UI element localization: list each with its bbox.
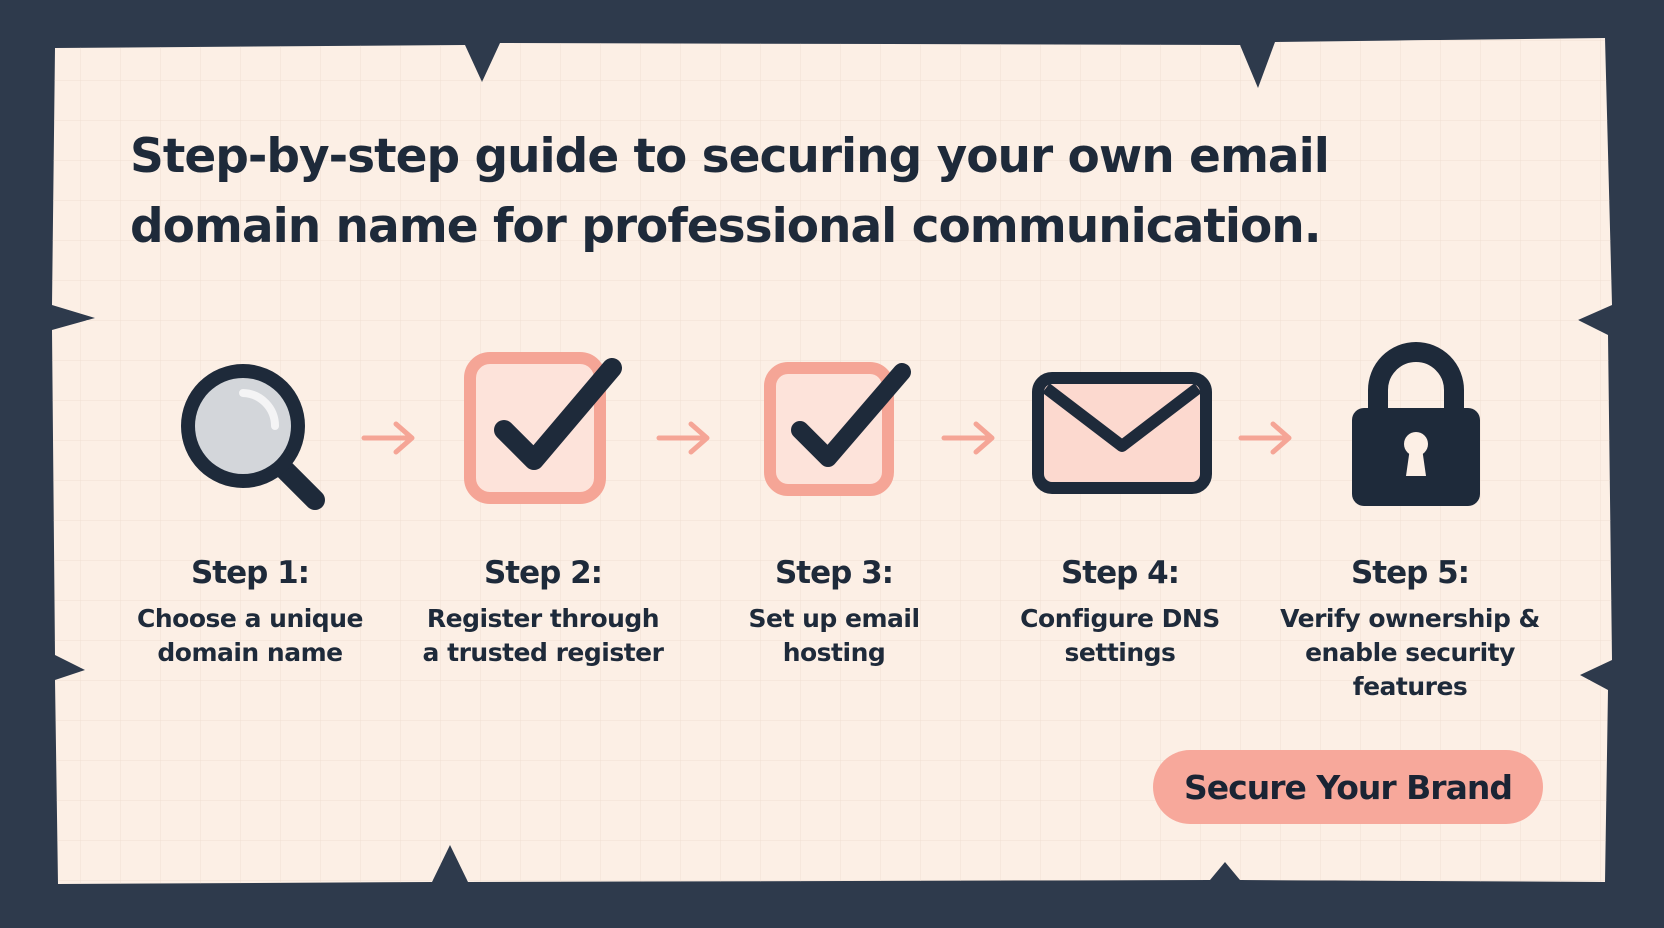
- desc-line: Configure DNS: [1020, 604, 1220, 633]
- step-label: Step 3:: [774, 555, 894, 591]
- step-description: Choose a unique domain name: [105, 602, 395, 670]
- arrow-right-icon: [361, 421, 415, 455]
- step-3: Step 3: Set up email hosting: [689, 548, 979, 670]
- step-label: Step 2:: [483, 555, 603, 591]
- desc-line: enable security: [1305, 638, 1515, 667]
- checkbox-icon: [464, 352, 622, 504]
- envelope-icon: [1032, 372, 1212, 494]
- step-5: Step 5: Verify ownership & enable securi…: [1265, 548, 1555, 704]
- secure-your-brand-button[interactable]: Secure Your Brand: [1153, 750, 1543, 824]
- padlock-icon: [1352, 342, 1480, 506]
- magnifier-icon: [181, 364, 325, 510]
- step-4: Step 4: Configure DNS settings: [975, 548, 1265, 670]
- desc-line: features: [1352, 672, 1468, 701]
- step-label: Step 5:: [1350, 555, 1470, 591]
- arrow-right-icon: [656, 421, 710, 455]
- checkbox-icon: [764, 362, 911, 496]
- step-description: Verify ownership & enable security featu…: [1265, 602, 1555, 704]
- desc-line: settings: [1064, 638, 1176, 667]
- step-label: Step 1:: [190, 555, 310, 591]
- desc-line: Register through: [426, 604, 660, 633]
- desc-line: hosting: [782, 638, 886, 667]
- step-description: Register through a trusted register: [398, 602, 688, 670]
- title-line-1: Step-by-step guide to securing your own …: [130, 129, 1330, 184]
- step-description: Set up email hosting: [689, 602, 979, 670]
- step-1: Step 1: Choose a unique domain name: [105, 548, 395, 670]
- desc-line: Choose a unique: [137, 604, 363, 633]
- title-line-2: domain name for professional communicati…: [130, 199, 1322, 254]
- step-2: Step 2: Register through a trusted regis…: [398, 548, 688, 670]
- desc-line: Set up email: [748, 604, 920, 633]
- desc-line: a trusted register: [422, 638, 664, 667]
- desc-line: domain name: [157, 638, 343, 667]
- page-title: Step-by-step guide to securing your own …: [130, 122, 1330, 262]
- desc-line: Verify ownership &: [1280, 604, 1540, 633]
- arrow-right-icon: [1238, 421, 1292, 455]
- step-label: Step 4:: [1060, 555, 1180, 591]
- arrow-right-icon: [941, 421, 995, 455]
- step-description: Configure DNS settings: [975, 602, 1265, 670]
